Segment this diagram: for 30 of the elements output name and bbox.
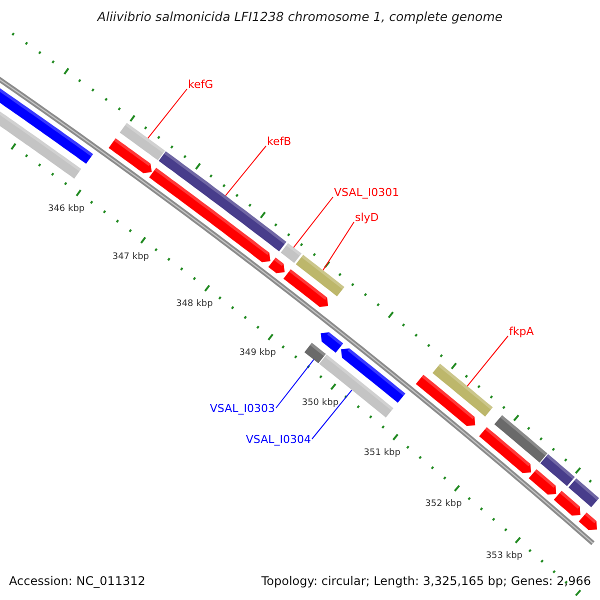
gene-label: fkpA — [509, 325, 534, 338]
gene-label: VSAL_I0304 — [246, 433, 311, 446]
gene-feature — [432, 364, 493, 417]
genome-summary-text: Topology: circular; Length: 3,325,165 bp; Genes: 2,966 — [261, 575, 591, 588]
scale-label: 349 kbp — [239, 347, 276, 360]
leader-line — [322, 222, 354, 271]
leader-line — [225, 146, 266, 196]
scale-label: 347 kbp — [112, 250, 150, 264]
gene-feature — [296, 254, 344, 296]
leader-line — [312, 390, 352, 440]
scale-label: 346 kbp — [48, 203, 85, 216]
gene-label: VSAL_I0303 — [210, 402, 275, 415]
scale-label: 353 kbp — [486, 550, 522, 563]
leader-line — [466, 336, 508, 387]
scale-label: 348 kbp — [176, 298, 213, 312]
gene-label: kefG — [188, 78, 214, 91]
gene-feature — [319, 354, 394, 418]
gene-label: kefB — [267, 135, 292, 148]
gene-label: VSAL_I0301 — [334, 186, 400, 199]
gene-label: slyD — [355, 211, 379, 224]
scale-label: 351 kbp — [364, 446, 400, 460]
gene-feature — [120, 122, 165, 160]
title: Aliivibrio salmonicida LFI1238 chromosome 1, complete genome — [96, 10, 504, 23]
gene-feature — [158, 151, 286, 252]
gene-feature — [304, 342, 326, 364]
gene-feature — [280, 243, 302, 263]
leader-line — [276, 359, 314, 408]
scale-label: 352 kbp — [425, 498, 462, 511]
accession-text: Accession: NC_011312 — [9, 575, 146, 588]
scale-label: 350 kbp — [302, 396, 339, 410]
